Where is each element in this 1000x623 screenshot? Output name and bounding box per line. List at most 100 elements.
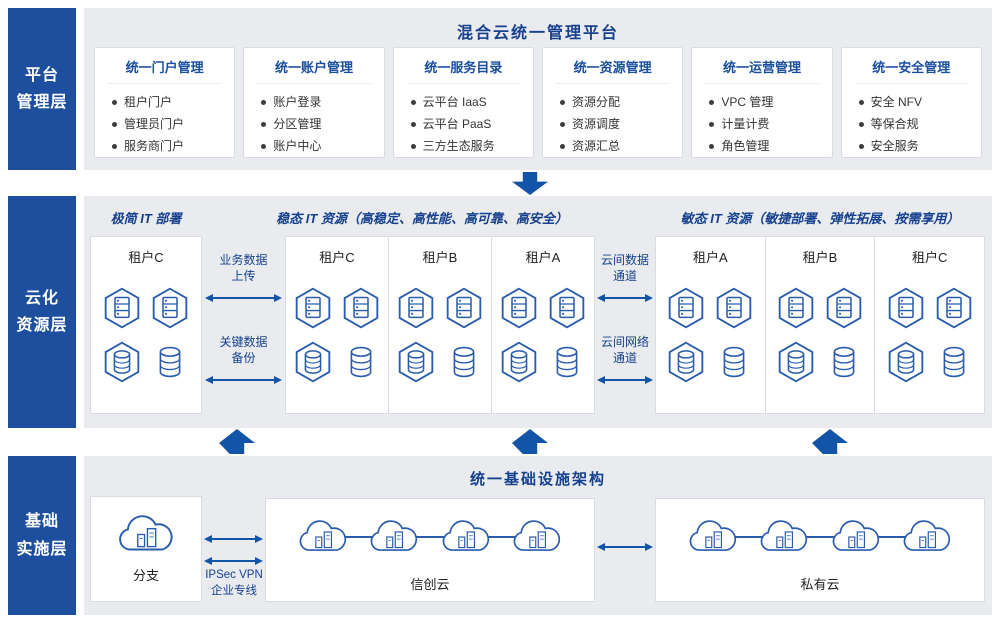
tenant-name: 租户B [422,250,458,265]
module-item-label: 等保合规 [870,117,919,131]
infra-layer-label: 基础 实施层 [8,456,76,615]
cloud-cluster-row [656,499,984,574]
bullet-icon [410,143,416,149]
bullet-icon [559,99,565,105]
cloud-icon [510,519,564,555]
module-item-list: VPC 管理 计量计费 角色管理 [692,91,831,157]
bullet-icon [410,99,416,105]
private-cloud-label: 私有云 [800,577,840,592]
module-item: 租户门户 [112,91,234,113]
bullet-icon [261,121,267,127]
database-icon [831,346,857,378]
intercloud-network-channel-label: 云间网络 通道 [600,335,649,366]
module-title: 统一资源管理 [555,57,670,84]
cloud-icon [829,519,883,555]
server-hexagon-icon [548,287,586,329]
heading-stable-it: 稳态 IT 资源（高稳定、高性能、高可靠、高安全） [276,211,568,226]
module-portal: 统一门户管理 租户门户 管理员门户 服务商门户 [94,47,236,158]
tenant-icon-grid [103,287,189,383]
module-item-label: 资源分配 [571,95,620,109]
database-icon [721,346,747,378]
module-item-list: 账户登录 分区管理 账户中心 [244,91,383,157]
platform-panel-title: 混合云统一管理平台 [456,25,619,42]
tenant-box: 租户A [655,236,766,414]
bullet-icon [709,121,715,127]
module-item: VPC 管理 [709,91,831,113]
tenant-box: 租户C [285,236,389,414]
branch-box: 分支 [90,496,202,602]
xinchuang-cloud-box: 信创云 [265,498,595,602]
module-item-label: 计量计费 [721,117,770,131]
module-account: 统一账户管理 账户登录 分区管理 账户中心 [243,47,385,158]
bullet-icon [261,143,267,149]
database-hexagon-icon [887,341,925,383]
module-item: 角色管理 [709,135,831,157]
double-arrow-icon [204,534,263,544]
tenant-name: 租户A [525,250,561,265]
module-item: 计量计费 [709,113,831,135]
module-item-label: 租户门户 [124,95,173,109]
bullet-icon [410,121,416,127]
module-item-label: 资源汇总 [571,139,620,153]
module-item: 安全 NFV [858,91,981,113]
tenant-icon-grid [887,287,973,383]
tenant-name: 租户C [319,250,355,265]
module-item: 资源汇总 [559,135,682,157]
database-hexagon-icon [103,341,141,383]
cloud-icon [757,519,811,555]
bullet-icon [858,143,864,149]
bullet-icon [112,143,117,149]
module-item-label: VPC 管理 [721,95,774,109]
module-item-label: 账户中心 [273,139,322,153]
bullet-icon [559,121,565,127]
bullet-icon [858,121,864,127]
heading-agile-it: 敏态 IT 资源（敏捷部署、弹性拓展、按需享用） [680,211,960,226]
module-operations: 统一运营管理 VPC 管理 计量计费 角色管理 [691,47,833,158]
business-data-upload-label: 业务数据 上传 [219,253,268,284]
database-hexagon-icon [294,341,332,383]
server-hexagon-icon [667,287,705,329]
server-hexagon-icon [103,287,141,329]
module-item-label: 账户登录 [273,95,322,109]
bullet-icon [709,143,715,149]
branch-cloud-icon [115,514,177,555]
module-item-label: 分区管理 [273,117,322,131]
cloud-icon [900,519,954,555]
module-item: 账户中心 [261,135,383,157]
double-arrow-icon [205,293,282,303]
server-hexagon-icon [342,287,380,329]
server-hexagon-icon [825,287,863,329]
server-hexagon-icon [715,287,753,329]
double-arrow-icon [597,293,653,303]
tenant-box: 租户C [874,236,986,414]
tenant-icon-grid [667,287,753,383]
module-item: 安全服务 [858,135,981,157]
database-icon [941,346,967,378]
server-hexagon-icon [445,287,483,329]
module-item: 云平台 IaaS [410,91,533,113]
double-arrow-icon [597,375,653,385]
database-icon [348,346,374,378]
tenant-icon-grid [777,287,863,383]
tenant-name: 租户B [802,250,838,265]
branch-label: 分支 [132,568,159,583]
module-item-list: 租户门户 管理员门户 服务商门户 [95,91,234,157]
tenant-name: 租户A [693,250,728,265]
tenant-name: 租户C [128,250,164,265]
platform-module-row: 统一门户管理 租户门户 管理员门户 服务商门户 统一账户管理 账户登录 分区管理… [94,47,982,158]
module-item-label: 安全 NFV [870,95,922,109]
key-data-backup-label: 关键数据 备份 [219,335,268,366]
module-item: 服务商门户 [112,135,234,157]
server-hexagon-icon [887,287,925,329]
module-title: 统一安全管理 [854,57,968,84]
module-item: 云平台 PaaS [410,113,533,135]
double-arrow-icon [597,542,653,552]
module-item-label: 角色管理 [721,139,770,153]
module-service-catalog: 统一服务目录 云平台 IaaS 云平台 PaaS 三方生态服务 [392,47,534,158]
module-title: 统一服务目录 [406,57,520,84]
agile-tenant-group: 租户A 租户B 租户C [655,236,986,414]
server-hexagon-icon [500,287,538,329]
up-arrow-icon [512,429,548,454]
infra-panel-title: 统一基础设施架构 [469,471,606,488]
